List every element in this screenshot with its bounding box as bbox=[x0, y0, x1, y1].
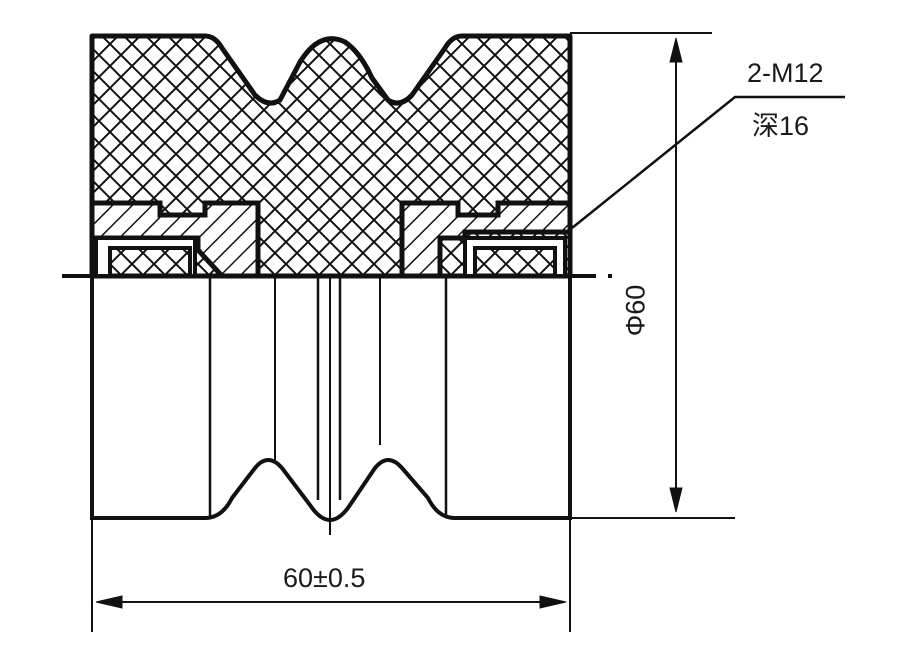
diameter-label: Φ60 bbox=[620, 284, 651, 337]
left-metal-insert bbox=[89, 200, 261, 279]
thread-callout-label: 2-M12 bbox=[747, 58, 824, 88]
height-dimension bbox=[91, 518, 571, 632]
thread-leader-line bbox=[571, 95, 845, 229]
height-tolerance-label: 60±0.5 bbox=[283, 563, 366, 593]
exterior-view bbox=[90, 276, 572, 535]
diameter-dimension bbox=[570, 32, 735, 519]
thread-depth-label: 深16 bbox=[752, 111, 810, 141]
